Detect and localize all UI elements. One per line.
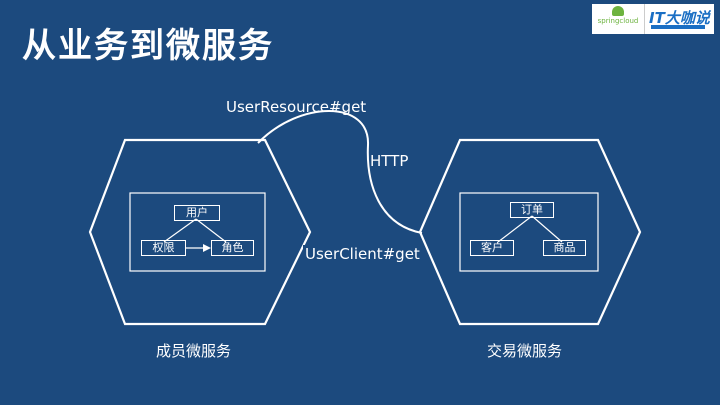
left-relation-line <box>195 218 227 243</box>
protocol-label: HTTP <box>370 152 409 170</box>
slide-title: 从业务到微服务 <box>22 26 274 66</box>
left-service-name: 成员微服务 <box>156 342 232 360</box>
right-relation-line <box>497 215 533 243</box>
entity-box: 权限 <box>141 240 186 256</box>
it-daka-logo-text: IT大咖说 <box>649 9 710 27</box>
http-call-curve <box>257 110 423 234</box>
entity-box: 用户 <box>174 205 220 221</box>
call-top-label: UserResource#get <box>226 98 367 116</box>
entity-box: 商品 <box>543 240 586 256</box>
entity-box: 角色 <box>211 240 254 256</box>
right-service-name: 交易微服务 <box>487 342 563 360</box>
spring-cloud-logo: springcloud <box>592 4 645 34</box>
call-bottom-label: UserClient#get <box>303 245 422 263</box>
it-daka-logo-bar <box>651 25 705 29</box>
arrow-head-icon <box>203 244 211 252</box>
entity-box: 订单 <box>510 202 554 218</box>
left-relation-line <box>163 218 197 243</box>
entity-box: 客户 <box>470 240 514 256</box>
left-service-hexagon <box>88 138 312 326</box>
right-service-hexagon <box>418 138 642 326</box>
right-domain-box <box>459 192 599 272</box>
it-daka-logo: IT大咖说 <box>645 4 714 34</box>
spring-cloud-logo-text: springcloud <box>597 17 639 25</box>
right-relation-line <box>531 215 563 243</box>
cloud-leaf-icon <box>612 6 624 16</box>
logo-strip: springcloud IT大咖说 <box>592 4 714 34</box>
left-domain-box <box>129 192 266 272</box>
